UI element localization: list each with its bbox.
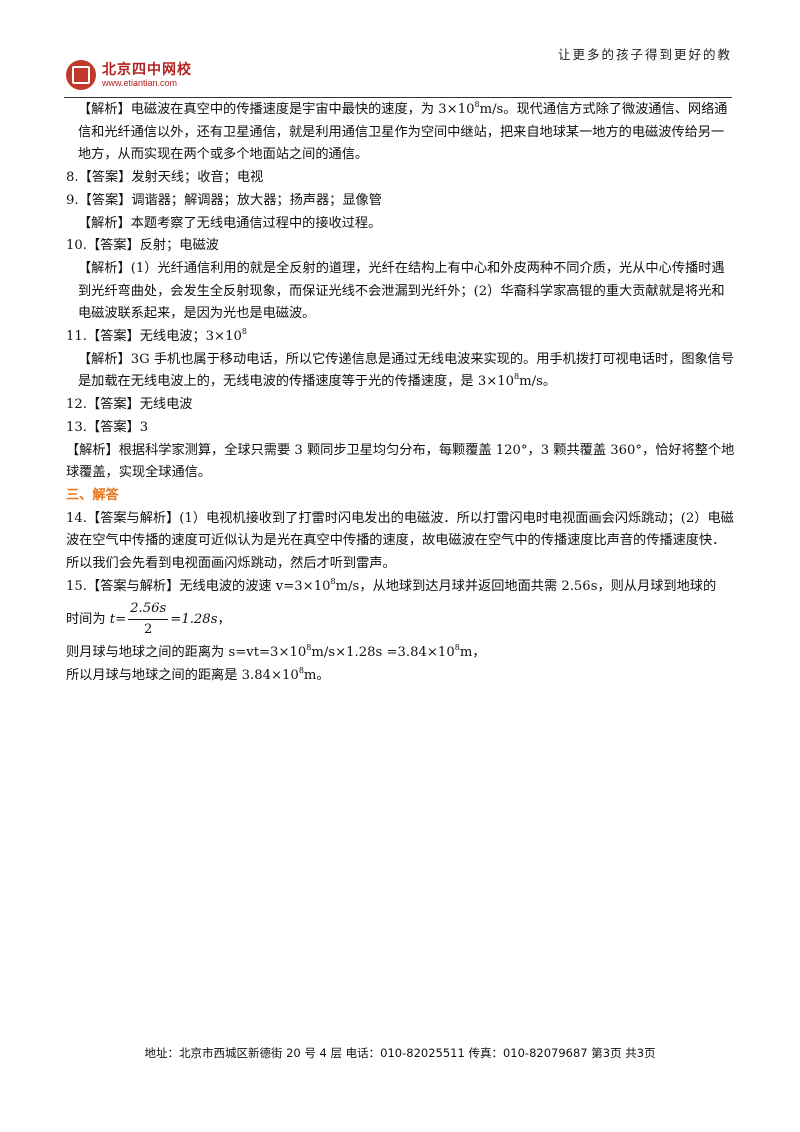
- text: 11.【答案】无线电波；3×10: [66, 329, 242, 345]
- text: 【解析】3G 手机也属于移动电话，所以它传递信息是通过无线电波来实现的。用手机拨…: [78, 351, 735, 390]
- text: m/s。现代通信方式除了微波通信、网络通信和光纤通信以外，还有卫星通信，就是利用…: [78, 102, 728, 163]
- formula-result: =1.28s: [170, 612, 218, 628]
- paragraph: 10.【答案】反射；电磁波: [66, 238, 219, 254]
- header-divider: [64, 97, 732, 98]
- answer-content: 【解析】电磁波在真空中的传播速度是宇宙中最快的速度，为 3×108m/s。现代通…: [66, 99, 736, 688]
- text: 15.【答案与解析】无线电波的波速 v=3×10: [66, 578, 331, 594]
- superscript: 8: [306, 643, 312, 653]
- variable: t: [109, 612, 116, 628]
- paragraph: 【解析】本题考察了无线电通信过程中的接收过程。: [78, 215, 382, 231]
- superscript: 8: [514, 372, 520, 382]
- superscript: 8: [241, 327, 247, 337]
- logo-name: 北京四中网校: [102, 61, 192, 78]
- paragraph: 【解析】根据科学家测算，全球只需要 3 颗同步卫星均匀分布，每颗覆盖 120°，…: [66, 442, 735, 481]
- text: m/s×1.28s =3.84×10: [311, 645, 455, 661]
- superscript: 8: [330, 576, 336, 586]
- text: 时间为: [66, 612, 106, 628]
- header-slogan: 让更多的孩子得到更好的教: [557, 47, 732, 62]
- numerator: 2.56s: [128, 599, 169, 621]
- paragraph: 8.【答案】发射天线；收音；电视: [66, 170, 264, 186]
- text: m/s。: [519, 374, 557, 390]
- paragraph: 11.【答案】无线电波；3×108: [66, 326, 736, 349]
- section-heading: 三、解答: [66, 487, 119, 503]
- page-footer: 地址：北京市西城区新德街 20 号 4 层 电话：010-82025511 传真…: [144, 1046, 656, 1060]
- paragraph: 【解析】3G 手机也属于移动电话，所以它传递信息是通过无线电波来实现的。用手机拨…: [66, 349, 736, 394]
- text: =: [115, 612, 127, 628]
- paragraph: 【解析】(1）光纤通信利用的就是全反射的道理，光纤在结构上有中心和外皮两种不同介…: [78, 260, 725, 322]
- logo-seal-icon: [66, 60, 96, 90]
- paragraph: 14.【答案与解析】(1）电视机接收到了打雷时闪电发出的电磁波．所以打雷闪电时电…: [66, 510, 734, 572]
- text: m/s，从地球到达月球并返回地面共需 2.56s，则从月球到地球的: [335, 578, 717, 594]
- denominator: 2: [144, 622, 153, 638]
- superscript: 8: [454, 643, 460, 653]
- paragraph: 15.【答案与解析】无线电波的波速 v=3×108m/s，从地球到达月球并返回地…: [66, 576, 736, 599]
- school-logo: 北京四中网校 www.etiantian.com: [66, 60, 192, 90]
- text: m。: [303, 668, 330, 684]
- logo-url: www.etiantian.com: [102, 77, 178, 88]
- page-header: 北京四中网校 www.etiantian.com 让更多的孩子得到更好的教: [64, 42, 732, 98]
- text: 所以月球与地球之间的距离是 3.84×10: [66, 668, 299, 684]
- text: ，: [217, 612, 231, 628]
- paragraph: 12.【答案】无线电波: [66, 397, 193, 413]
- paragraph: 【解析】电磁波在真空中的传播速度是宇宙中最快的速度，为 3×108m/s。现代通…: [66, 99, 736, 167]
- text: 则月球与地球之间的距离为 s=vt=3×10: [66, 645, 307, 661]
- paragraph: 则月球与地球之间的距离为 s=vt=3×108m/s×1.28s =3.84×1…: [66, 642, 736, 665]
- text: 【解析】电磁波在真空中的传播速度是宇宙中最快的速度，为 3×10: [78, 102, 475, 117]
- text: m，: [459, 645, 486, 661]
- paragraph: 13.【答案】3: [66, 419, 149, 435]
- superscript: 8: [474, 100, 480, 109]
- paragraph: 9.【答案】调谐器；解调器；放大器；扬声器；显像管: [66, 192, 382, 208]
- superscript: 8: [298, 666, 304, 676]
- paragraph: 所以月球与地球之间的距离是 3.84×108m。: [66, 665, 736, 688]
